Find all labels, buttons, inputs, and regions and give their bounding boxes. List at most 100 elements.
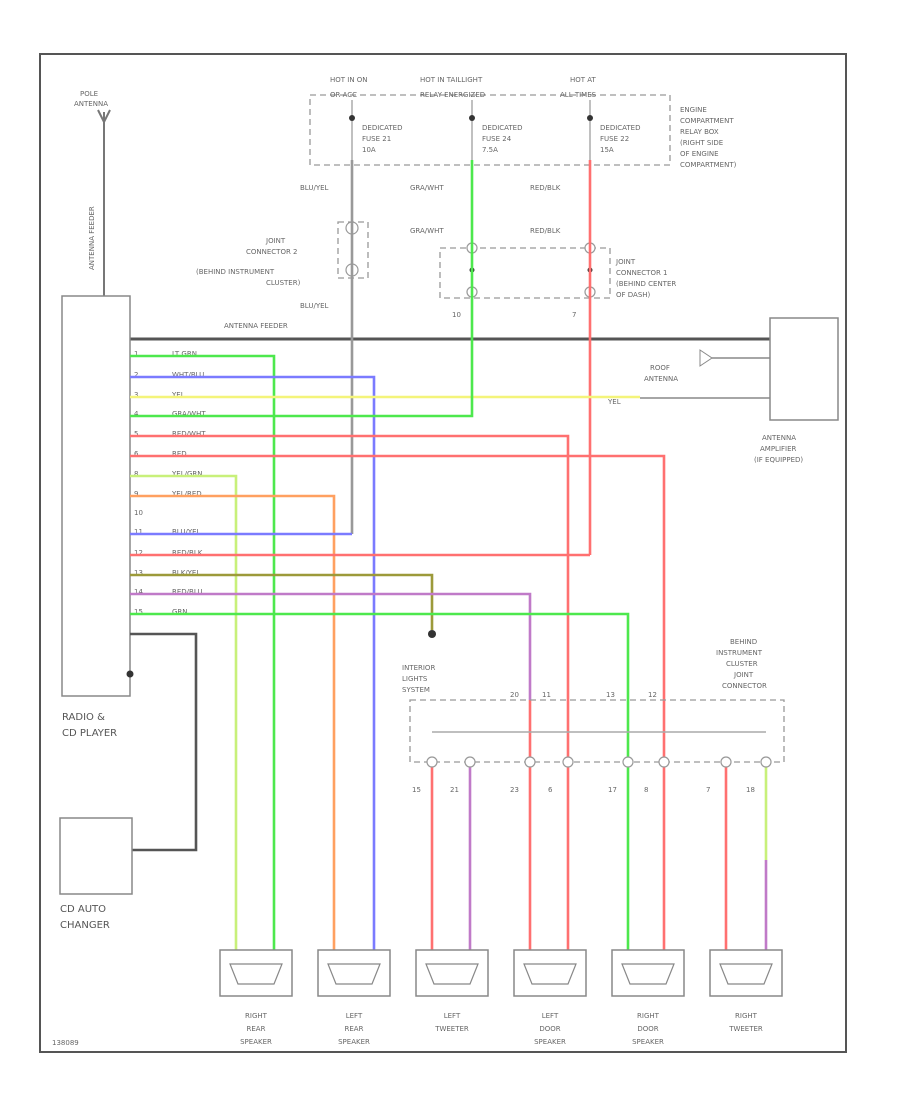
interior-l2: LIGHTS [402,675,428,683]
speaker-0-label-0: RIGHT [245,1012,268,1020]
radio-pin-5: 5 [134,430,138,438]
jc2-l1: JOINT [265,237,286,245]
speaker-1-label-1: REAR [345,1025,364,1033]
jc1-outline [439,247,611,299]
wire-yel-red [130,494,336,950]
speaker-3-label-0: LEFT [542,1012,559,1020]
relay-box-l3: RELAY BOX [680,128,719,136]
interior-l1: INTERIOR [402,664,435,672]
radio-label-l1: RADIO & [62,712,105,723]
radio-pin-6: 6 [134,450,139,458]
pole-antenna-l2: ANTENNA [74,100,108,108]
jc3-l3: CLUSTER [726,660,758,668]
speaker-4-label-2: SPEAKER [632,1038,664,1046]
fuse-3-l1: DEDICATED [600,124,641,132]
antenna-feeder-label: ANTENNA FEEDER [224,322,288,330]
diagram-frame [39,53,847,1053]
wire-red-blk-top: RED/BLK [530,184,561,192]
wire-gra-wht [130,395,474,418]
lower-ring-6 [720,756,732,768]
radio-pin-8: 8 [134,470,138,478]
interior-lights-dot [428,630,436,638]
wire-yel-grn [130,474,238,950]
wire-changer-ground [130,632,198,852]
jc2-l4: CLUSTER) [266,279,301,287]
fuse-3-l3: 15A [600,146,614,154]
radio-pin-12: 12 [134,549,143,557]
wire-blu-yel-bot: BLU/YEL [300,302,329,310]
fuse-2-l1: DEDICATED [482,124,523,132]
pole-antenna-symbol [97,109,111,296]
wire-red-wht [130,434,570,950]
jc3-pin-20: 20 [510,691,519,699]
speaker-0-label-1: REAR [247,1025,266,1033]
roof-antenna-icon [699,349,713,367]
fuse-3-dot [587,115,593,121]
wire-blk-yel [130,573,434,630]
hot-label-1b: OR ACC [330,91,357,99]
jc3-l2: INSTRUMENT [716,649,763,657]
radio-pin-1: 1 [134,350,138,358]
roof-antenna-l1: ROOF [650,364,670,372]
jc1-l1: JOINT [615,258,636,266]
jc1-pin-7: 7 [572,311,576,319]
hot-label-2: HOT IN TAILLIGHT [420,76,483,84]
relay-box-l4: (RIGHT SIDE [680,139,723,147]
radio-pin-color-4: GRA/WHT [172,410,206,418]
amp-l2: AMPLIFIER [760,445,797,453]
lower-ring-1 [464,756,476,768]
relay-box-l6: COMPARTMENT) [680,161,737,169]
changer-label-l1: CD AUTO [60,904,106,915]
radio-pin-2: 2 [134,371,138,379]
speaker-0-cone [229,963,283,985]
relay-box-l5: OF ENGINE [680,150,719,158]
radio-pin-4: 4 [134,410,139,418]
relay-box-outline [309,94,671,166]
radio-pin-11: 11 [134,528,143,536]
changer-label-l2: CHANGER [60,920,110,931]
fuse-1-l2: FUSE 21 [362,135,391,143]
amp-l1: ANTENNA [762,434,796,442]
hot-label-2b: RELAY ENERGIZED [420,91,485,99]
wire-grn [130,612,630,700]
wire-lt-grn [130,354,276,950]
jc2-l3: (BEHIND INSTRUMENT [196,268,275,276]
jc1-pin-10: 10 [452,311,461,319]
lower-pin-17: 17 [608,786,617,794]
lower-pin-23: 23 [510,786,519,794]
wire-red-blk-mid: RED/BLK [530,227,561,235]
relay-box-l2: COMPARTMENT [680,117,734,125]
radio-pin-14: 14 [134,588,143,596]
speaker-2-label-0: LEFT [444,1012,461,1020]
lower-pin-18: 18 [746,786,755,794]
radio-pin-color-12: RED/BLK [172,549,203,557]
lower-ring-5 [658,756,670,768]
jc1-l2: CONNECTOR 1 [616,269,668,277]
roof-antenna-l2: ANTENNA [644,375,678,383]
radio-pin-9: 9 [134,490,138,498]
radio-pin-color-14: RED/BLU [172,588,203,596]
jc3-l4: JOINT [733,671,754,679]
speaker-3-label-1: DOOR [539,1025,560,1033]
feeder-vertical-label: ANTENNA FEEDER [88,206,96,270]
fuse-1-dot [349,115,355,121]
lower-ring-4 [622,756,634,768]
radio-ground-dot [126,670,134,678]
fuse-1-l3: 10A [362,146,376,154]
radio-pin-color-3: YEL [171,391,185,399]
pole-antenna-l1: POLE [80,90,98,98]
jc3-pin-13: 13 [606,691,615,699]
speaker-3-label-2: SPEAKER [534,1038,566,1046]
lower-pin-8: 8 [644,786,648,794]
amp-yel-label: YEL [607,398,621,406]
fuse-2-l2: FUSE 24 [482,135,512,143]
cd-changer-box [59,817,133,895]
fuse-1-l1: DEDICATED [362,124,403,132]
interior-l3: SYSTEM [402,686,430,694]
speaker-1-label-0: LEFT [346,1012,363,1020]
lower-pin-21: 21 [450,786,459,794]
